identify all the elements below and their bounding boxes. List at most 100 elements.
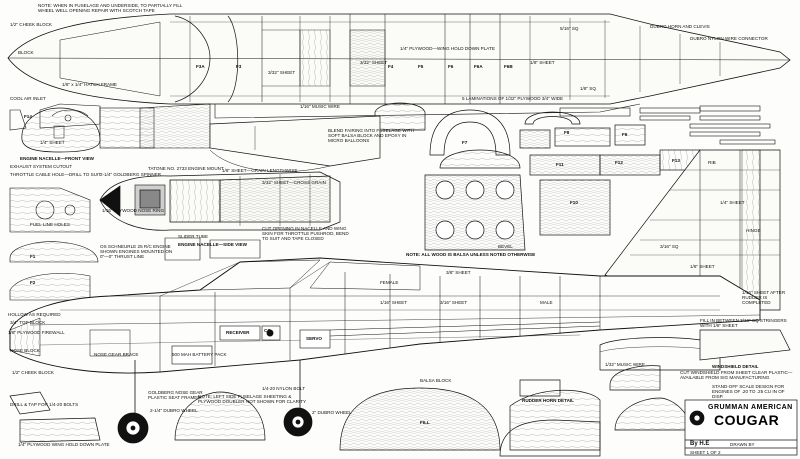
fill-in-label: FILL IN BETWEEN 3/16" SQ STRINGERS WITH … — [700, 318, 787, 328]
hold-down-plate-label: 1/4" PLYWOOD—WING HOLD DOWN PLATE — [400, 46, 495, 51]
hollow-label: HOLLOW AS REQUIRED — [8, 312, 61, 317]
misc-16: F8 — [564, 130, 570, 135]
cool-air-inlet-label: COOL AIR INLET — [10, 96, 46, 101]
nacelle-side-small — [9, 187, 91, 233]
lower-parts — [9, 337, 721, 457]
misc-14: F6B — [504, 64, 513, 69]
top-block-label: 3/4" TOP BLOCK — [10, 320, 46, 325]
hatch-frame-label: 1/8" x 1/4" HATCH FRAME — [62, 82, 117, 87]
nose-block-label: NOSE BLOCK — [10, 348, 40, 353]
sheet-number: SHEET 1 OF 2 — [690, 450, 721, 455]
misc-18: F10 — [570, 200, 578, 205]
goldberg-nose-label: GOLDBERG NOSE GEAR PLASTIC SEAT FRAMER — [148, 390, 203, 400]
misc-11: F5 — [418, 64, 424, 69]
author: By H.E — [690, 441, 710, 447]
tail-label-eighth: 1/8" SHEET — [690, 264, 715, 269]
throttle-label: THROTTLE CABLE HOLE—DRILL TO SUIT — [10, 172, 102, 177]
drawn-by: DRAWN BY — [730, 442, 755, 447]
misc-27: MALE — [540, 300, 553, 305]
vertical-fin — [604, 149, 781, 311]
misc-19: F11 — [556, 162, 564, 167]
windshield-detail-label: WINDSHIELD DETAIL — [712, 364, 759, 369]
misc-3: 1/16" SHEET — [380, 300, 408, 305]
tail-label-sq: 3/16" SQ — [660, 244, 679, 249]
misc-22: F14 — [24, 114, 32, 119]
balsa-note: NOTE: ALL WOOD IS BALSA UNLESS NOTED OTH… — [406, 252, 536, 257]
tail-label-rib: RIB — [708, 160, 716, 165]
misc-12: F6 — [448, 64, 454, 69]
top-note: NOTE: WHEN IN FUSELAGE AND UNDERSIDE, TO… — [38, 3, 183, 13]
fuel-line-label: FUEL LINE HOLES — [30, 222, 70, 227]
stand-off-label: STAND-OFF SCALE DESIGN FOR ENGINES OF .2… — [712, 384, 785, 399]
dubro-wheel-label: 2-1/4" DUBRO WHEEL — [150, 408, 198, 413]
windshield-detail — [699, 329, 791, 361]
misc-4: 1/4" SHEET — [40, 140, 65, 145]
spinner-label: 2-1/4" GOLDBERG SPINNER — [100, 172, 162, 177]
misc-9: F3 — [236, 64, 242, 69]
slider-tube-label: SLIDER TUBE — [178, 234, 209, 239]
misc-0: 3/32" SHEET — [360, 60, 388, 65]
misc-10: F4 — [388, 64, 394, 69]
dubro-main-label: 2" DUBRO WHEEL — [312, 410, 352, 415]
nacelle-lower-pieces — [9, 237, 261, 301]
misc-2: 3/16" SHEET — [440, 300, 468, 305]
misc-13: F6A — [474, 64, 483, 69]
plywood-firewall-label: 1/8" PLYWOOD FIREWALL — [8, 330, 65, 335]
tatone-label: TATONE NO. 2733 ENGINE MOUNT — [148, 166, 224, 171]
former-with-holes — [424, 174, 526, 251]
top-fuselage-view — [7, 13, 791, 105]
cg-label: CG — [264, 328, 271, 333]
wing-wire-label: 1/16" MUSIC WIRE — [300, 104, 340, 109]
tail-label-sheet: 1/4" SHEET — [720, 200, 745, 205]
misc-24: F1 — [30, 254, 36, 259]
servo-label: SERVO — [306, 336, 322, 341]
misc-28: BEVEL — [498, 244, 513, 249]
music-wire-label: 1/32" MUSIC WIRE — [605, 362, 645, 367]
engine-nacelle-side-label: ENGINE NACELLE—SIDE VIEW — [178, 242, 247, 247]
battery-label: 500 MAH BATTERY PACK — [172, 352, 227, 357]
wire-connector-label: DUBRO NYLON WIRE CONNECTOR — [690, 36, 768, 41]
engine-nacelle-front — [21, 107, 101, 153]
misc-1: 1/8" SHEET — [530, 60, 555, 65]
title-box-frame — [684, 399, 798, 456]
cowl-center-piece — [209, 115, 381, 172]
rudder-horn-label: RUDDER HORN DETAIL — [522, 398, 574, 403]
title-line-2: COUGAR — [714, 412, 780, 428]
plywood-nose-label: 1/16" PLYWOOD NOSE RING — [102, 208, 165, 213]
nacelle-piece-right — [99, 103, 211, 149]
stab-note: 1/16" SHEET AFTER RUDDER IS COMPLETED — [742, 290, 786, 305]
cross-grain-label: 3/32" SHEET—CROSS GRAIN — [262, 180, 326, 185]
title-line-1: GRUMMAN AMERICAN — [708, 404, 793, 411]
cut-opening-note: CUT OPENING IN NACELLE AND WING SKIN FOR… — [262, 226, 349, 241]
plywood-hold-label: 1/4" PLYWOOD WING HOLD DOWN PLATE — [18, 442, 110, 447]
sheet-grain-label: 1/8" SHEET—GRAIN LENGTHWISE — [222, 168, 298, 173]
misc-26: FEMALE — [380, 280, 399, 285]
engine-nacelle-front-label: ENGINE NACELLE—FRONT VIEW — [20, 156, 95, 161]
misc-23: F2 — [30, 280, 36, 285]
exhaust-label: EXHAUST SYSTEM CUTOUT — [10, 164, 73, 169]
main-gear — [283, 360, 313, 437]
blend-fairing-note: BLEND FAIRING INTO FUSELAGE WITH SOFT BA… — [328, 128, 414, 143]
misc-6: 1/8" SQ — [580, 86, 596, 91]
misc-7: 3/8" SHEET — [446, 270, 471, 275]
balsa-block-label: BALSA BLOCK — [420, 378, 452, 383]
cheek-block-lower-label: 1/2" CHEEK BLOCK — [12, 370, 54, 375]
misc-25: FILL — [420, 420, 430, 425]
tail-label-hinge: HINGE — [746, 228, 761, 233]
nose-gear-label: NOSE GEAR BRACE — [94, 352, 139, 357]
cheek-block-label: 1/2" CHEEK BLOCK — [10, 22, 52, 27]
nylon-bolt-label: 1/4-20 NYLON BOLT — [262, 386, 306, 391]
misc-5: 5/16" SQ — [560, 26, 579, 31]
wing-mount-formers — [374, 102, 701, 236]
misc-8: F3A — [196, 64, 205, 69]
misc-17: F9 — [622, 132, 628, 137]
elevator-horn-label: DUBRO HORN AND CLEVIS — [650, 24, 710, 29]
fuselage-note: NOTE: LEFT SIDE FUSELAGE SHEETING & PLYW… — [198, 394, 307, 404]
cut-windshield-label: CUT WINDSHIELD FROM SHEET CLEAR PLASTIC—… — [680, 370, 793, 380]
laminations-label: 5 LAMINATIONS OF 1/32" PLYWOOD 3/4" WIDE — [462, 96, 564, 101]
os-engine-note: OS SCHNEURLE 25 R/C ENGINE SHOWN ENGINES… — [100, 244, 173, 259]
misc-20: F12 — [615, 160, 623, 165]
misc-21: F13 — [672, 158, 680, 163]
